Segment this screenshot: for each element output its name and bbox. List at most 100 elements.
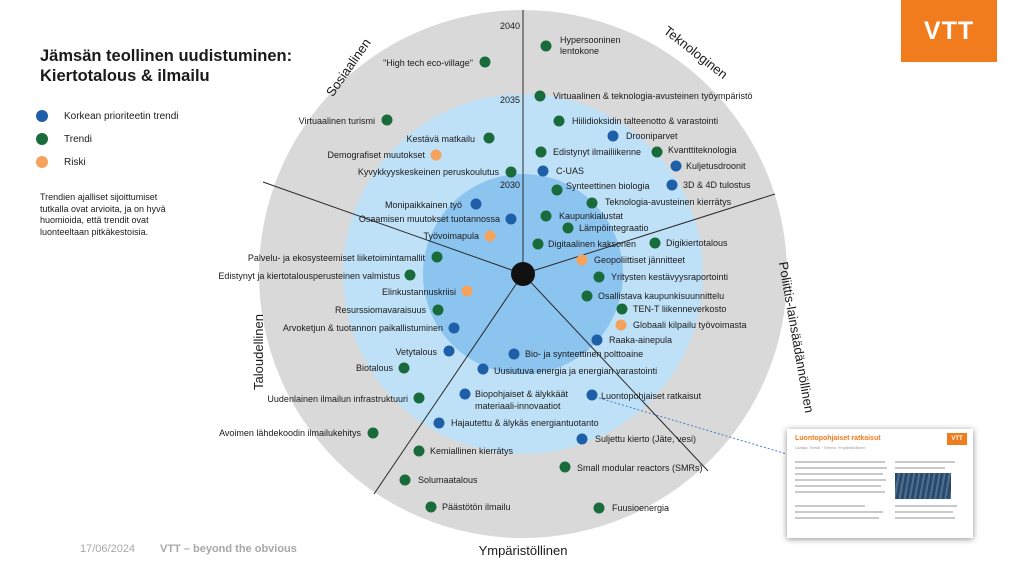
footer-tagline: VTT – beyond the obvious [160,543,297,555]
trend-item[interactable]: 3D & 4D tulostus [666,179,752,191]
trend-item[interactable]: Bio- ja synteettinen polttoaine [508,348,644,360]
trend-label: Solumaatalous [418,475,478,485]
trend-item[interactable]: Hiilidioksidin talteenotto & varastointi [553,115,719,127]
trend-item[interactable]: Elinkustannuskriisi [382,285,473,298]
trend-item[interactable]: Virtuaalinen turismi [299,114,393,127]
trend-item[interactable]: Kaupunkialustat [540,210,624,222]
trend-item[interactable]: Digikiertotalous [649,237,729,249]
trend-label: Elinkustannuskriisi [382,287,456,297]
trend-item[interactable]: Drooniparvet [607,130,679,142]
trend-item[interactable]: Solumaatalous [399,474,479,486]
trend-item[interactable]: Kemiallinen kierrätys [413,445,514,457]
trend-item[interactable]: Geopoliittiset jännitteet [576,254,686,266]
trend-dot-icon [367,427,379,439]
trend-label: Teknologia-avusteinen kierrätys [605,197,732,207]
trend-item[interactable]: Virtuaalinen & teknologia-avusteinen työ… [534,90,753,102]
trend-label: "High tech eco-village" [383,58,473,68]
trend-label: Avoimen lähdekoodin ilmailukehitys [219,428,361,438]
trend-dot-icon [399,474,411,486]
trend-item[interactable]: Arvoketjun & tuotannon paikallistuminen [283,322,460,334]
trend-item[interactable]: Biopohjaiset & älykkäätmateriaali-innova… [459,388,569,412]
card-text-line [795,491,885,493]
trend-item[interactable]: Vetytalous [395,345,455,358]
trend-dot-icon [586,197,598,209]
trend-label: Bio- ja synteettinen polttoaine [525,349,643,359]
high-priority-dot-icon [36,110,48,122]
trend-item[interactable]: Digitaalinen kaksonen [532,238,637,250]
trend-item[interactable]: Päästötön ilmailu [425,501,511,513]
trend-item[interactable]: TEN-T liikenneverkosto [616,303,727,315]
trend-item[interactable]: Osaamisen muutokset tuotannossa [359,213,517,225]
trend-label: Resurssiomavaraisuus [335,305,427,315]
trend-dot-icon [551,184,563,196]
trend-item[interactable]: C-UAS [537,165,585,177]
sector-divider [373,273,524,495]
legend-label: Riski [64,156,86,168]
trend-item[interactable]: Synteettinen biologia [551,181,650,196]
trend-label: Osaamisen muutokset tuotannossa [359,214,500,224]
trend-dot-icon [479,56,491,68]
trend-dot-icon [651,146,663,158]
trend-item[interactable]: Edistynyt ilmailiikenne [535,146,642,158]
trend-item[interactable]: Edistynyt ja kiertotalousperusteinen val… [218,269,416,282]
trend-item[interactable]: Lämpöintegraatio [562,222,649,234]
trend-item[interactable]: Uusiutuva energia ja energian varastoint… [477,363,658,377]
radar-center [511,262,535,286]
trend-label: Demografiset muutokset [327,150,425,160]
trend-label: Päästötön ilmailu [442,502,511,512]
trend-dot-icon [483,132,495,144]
trend-dot-icon [425,501,437,513]
trend-item[interactable]: Hajautettu & älykäs energiantuotanto [433,417,599,429]
trend-item[interactable]: Avoimen lähdekoodin ilmailukehitys [219,427,379,439]
trend-item[interactable]: Uudenlainen ilmailun infrastruktuuri [267,392,425,405]
trend-item[interactable]: Raaka-ainepula [591,334,673,346]
trend-detail-card[interactable]: Luontopohjaiset ratkaisut VTT Laatija: T… [787,429,973,538]
trend-label: Hiilidioksidin talteenotto & varastointi [572,116,718,126]
card-text-line [795,467,887,469]
trend-item[interactable]: Suljettu kierto (Jäte, vesi) [576,433,697,445]
trend-item[interactable]: Small modular reactors (SMRs) [559,461,703,474]
solar-panel-image [895,473,951,499]
card-text-line [795,505,865,507]
trend-item[interactable]: Työvoimapula [423,230,496,242]
trend-label: Uudenlainen ilmailun infrastruktuuri [267,394,408,404]
risk-dot-icon [36,156,48,168]
trend-label: Palvelu- ja ekosysteemiset liiketoiminta… [248,253,426,263]
trend-dot-icon [540,210,552,222]
trend-dot-icon [36,133,48,145]
trend-item[interactable]: Kvanttiteknologia [651,145,737,158]
trend-item[interactable]: Resurssiomavaraisuus [335,304,444,316]
trend-item[interactable]: Fuusioenergia [593,502,670,514]
trend-label: 3D & 4D tulostus [683,180,751,190]
card-title: Luontopohjaiset ratkaisut [795,435,881,442]
trend-label: Small modular reactors (SMRs) [577,463,703,473]
trend-item[interactable]: Yritysten kestävyysraportointi [593,271,729,283]
trend-item[interactable]: Luontopohjaiset ratkaisut [586,389,702,402]
trend-dot-icon [616,303,628,315]
high-priority-dot-icon [670,160,682,172]
trend-item[interactable]: Kyvykkyyskeskeinen peruskoulutus [358,166,517,178]
trend-item[interactable]: Globaali kilpailu työvoimasta [615,319,747,331]
trend-label: Kemiallinen kierrätys [430,446,514,456]
trend-item[interactable]: "High tech eco-village" [383,56,491,69]
trend-item[interactable]: Kuljetusdroonit [670,160,747,172]
high-priority-dot-icon [508,348,520,360]
trend-label: Globaali kilpailu työvoimasta [633,320,747,330]
risk-dot-icon [615,319,627,331]
trend-item[interactable]: Osallistava kaupunkisuunnittelu [581,290,725,302]
trend-item[interactable]: Demografiset muutokset [327,149,442,161]
sector-divider [522,273,709,472]
trend-item[interactable]: Palvelu- ja ekosysteemiset liiketoiminta… [248,251,443,264]
trend-label: Geopoliittiset jännitteet [594,255,686,265]
year-label-2030: 2030 [500,180,520,190]
trend-item[interactable]: Kestävä matkailu [406,132,495,145]
trend-item[interactable]: Teknologia-avusteinen kierrätys [586,197,732,209]
high-priority-dot-icon [586,389,598,401]
vtt-logo: VTT [901,0,997,62]
trend-label: Kuljetusdroonit [686,161,746,171]
trend-item[interactable]: Monipaikkainen työ [385,198,482,211]
trend-item[interactable]: Biotalous [356,362,410,374]
card-subtitle: Laatija: Trendi · Teema: Ympäristöllinen [795,445,866,450]
trend-dot-icon [535,146,547,158]
